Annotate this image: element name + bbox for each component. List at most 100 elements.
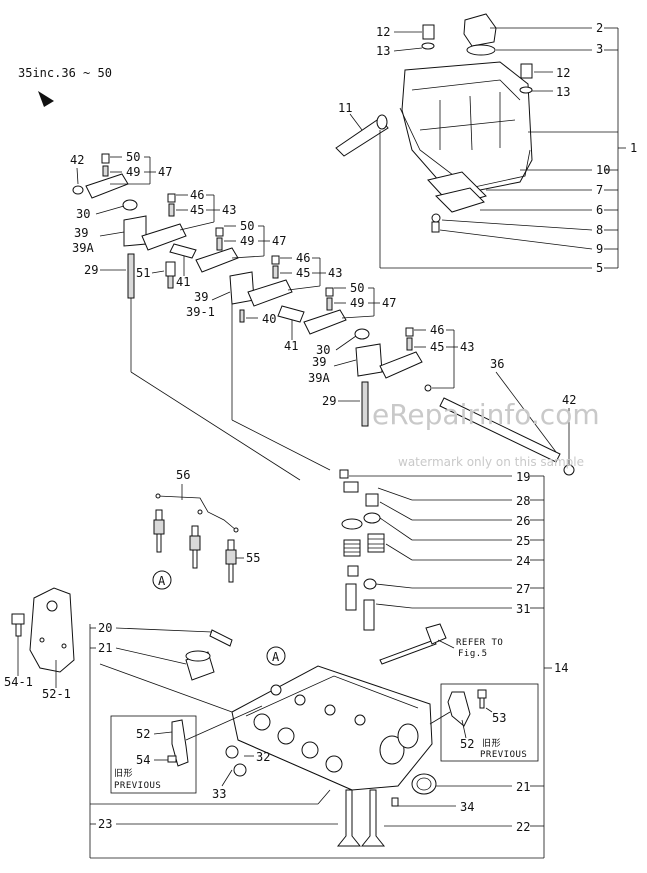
- inset-left-jp: 旧形: [114, 767, 133, 779]
- pushrod: [127, 253, 135, 299]
- cover-nut: [520, 63, 533, 79]
- glow-plug-lead: [157, 495, 237, 531]
- lifting-bracket-group: 54-1 52-1: [4, 587, 75, 701]
- callout-3: 3: [596, 42, 603, 56]
- callout-19: 19: [516, 470, 530, 484]
- cap-oring: [466, 44, 496, 56]
- callout-49c: 49: [350, 296, 364, 310]
- callout-20: 20: [98, 621, 112, 635]
- refer-fig-label: Fig.5: [458, 649, 488, 659]
- callout-45c: 45: [430, 340, 444, 354]
- callout-14: 14: [554, 661, 568, 675]
- callout-43c: 43: [460, 340, 474, 354]
- rocker-support: [123, 215, 147, 247]
- lifting-bracket: [29, 587, 75, 673]
- callout-39: 39: [74, 226, 88, 240]
- callout-21b: 21: [516, 780, 530, 794]
- callout-34: 34: [460, 800, 474, 814]
- callout-45b: 45: [296, 266, 310, 280]
- callout-26: 26: [516, 514, 530, 528]
- callout-47c: 47: [382, 296, 396, 310]
- valve-guide: [345, 583, 357, 611]
- callout-43b: 43: [328, 266, 342, 280]
- callout-47b: 47: [272, 234, 286, 248]
- callout-50c: 50: [350, 281, 364, 295]
- callout-52-1: 52-1: [42, 687, 71, 701]
- callout-46: 46: [190, 188, 204, 202]
- pushrod: [361, 381, 369, 427]
- valve-spring: [367, 533, 385, 553]
- callout-22: 22: [516, 820, 530, 834]
- callout-10: 10: [596, 163, 610, 177]
- marker-a-label-b: A: [272, 650, 280, 664]
- rocker-spring: [277, 305, 305, 323]
- callout-28: 28: [516, 494, 530, 508]
- inset-right-jp: 旧形: [482, 737, 501, 749]
- inset-right-en: PREVIOUS: [480, 750, 527, 760]
- callout-39c: 39: [312, 355, 326, 369]
- rocker-arm: [85, 173, 129, 199]
- callout-2: 2: [596, 21, 603, 35]
- callout-56: 56: [176, 468, 190, 482]
- callout-42b: 42: [562, 393, 576, 407]
- callout-49: 49: [126, 165, 140, 179]
- oil-seal: [411, 773, 437, 795]
- watermark-main: eRepairinfo.com: [372, 398, 600, 431]
- rocker-spring: [169, 243, 197, 259]
- callout-21: 21: [98, 641, 112, 655]
- head-stud: [379, 639, 437, 665]
- bracket-bolt: [11, 613, 25, 625]
- glow-plug: [153, 509, 165, 553]
- valve-guide: [363, 599, 375, 631]
- callout-47: 47: [158, 165, 172, 179]
- cylinder-head: A: [185, 629, 437, 847]
- callout-41b: 41: [284, 339, 298, 353]
- callout-52b: 52: [460, 737, 474, 751]
- callout-25: 25: [516, 534, 530, 548]
- callout-54-1: 54-1: [4, 675, 33, 689]
- valve-cover: [401, 61, 533, 193]
- valve-cover-group: [335, 13, 533, 233]
- callout-54: 54: [136, 753, 150, 767]
- breather-hose: [335, 117, 389, 157]
- callout-50b: 50: [240, 219, 254, 233]
- callout-11: 11: [338, 101, 352, 115]
- callout-50: 50: [126, 150, 140, 164]
- direction-arrow-icon: [38, 91, 54, 107]
- callout-46c: 46: [430, 323, 444, 337]
- callout-12b: 12: [556, 66, 570, 80]
- intake-valve: [336, 789, 362, 847]
- callout-8: 8: [596, 223, 603, 237]
- valve-train: [339, 469, 447, 665]
- valve-callouts: 19 28 26 25 24 27 31 14 REFER TO Fig.5: [349, 470, 568, 858]
- inset-previous-left: 52 54 旧形 PREVIOUS: [110, 705, 263, 794]
- core-plug: [225, 745, 239, 759]
- callout-29: 29: [84, 263, 98, 277]
- callout-36: 36: [490, 357, 504, 371]
- glow-plug-group: 56 55 A: [152, 468, 260, 590]
- callout-42: 42: [70, 153, 84, 167]
- marker-a-label: A: [158, 574, 166, 588]
- callout-49b: 49: [240, 234, 254, 248]
- callout-13: 13: [376, 44, 390, 58]
- rocker-support: [229, 271, 255, 305]
- refer-to-label: REFER TO: [456, 638, 503, 648]
- callout-31: 31: [516, 602, 530, 616]
- reference-a-marker: [152, 570, 172, 590]
- callout-43: 43: [222, 203, 236, 217]
- callout-39-1: 39-1: [186, 305, 215, 319]
- rocker-callouts: 42 50 49 47 30 46 45 43 39 39A 50 49 47: [70, 150, 576, 464]
- cover-nut: [422, 24, 435, 40]
- callout-9: 9: [596, 242, 603, 256]
- callout-29b: 29: [322, 394, 336, 408]
- callout-30: 30: [76, 207, 90, 221]
- callout-40: 40: [262, 312, 276, 326]
- callout-32: 32: [256, 750, 270, 764]
- inset-previous-right: 53 52 旧形 PREVIOUS: [429, 683, 539, 762]
- callout-39a: 39A: [72, 241, 94, 255]
- callout-1: 1: [630, 141, 637, 155]
- rocker-assembly: [72, 153, 575, 481]
- callout-23: 23: [98, 817, 112, 831]
- callout-5: 5: [596, 261, 603, 275]
